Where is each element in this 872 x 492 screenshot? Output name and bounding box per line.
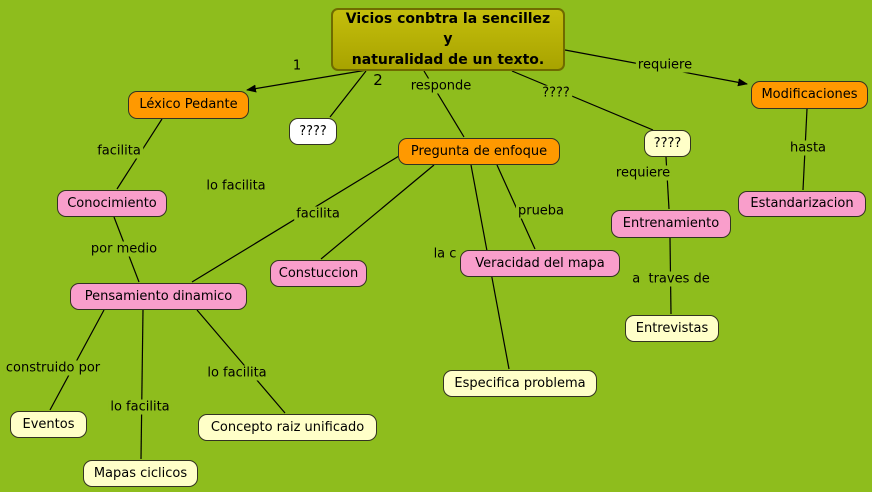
edge-line — [511, 70, 654, 131]
edge-label[interactable]: 2 — [371, 71, 385, 89]
node-especifica-problema[interactable]: Especifica problema — [443, 370, 597, 397]
edge-line — [320, 164, 435, 260]
edge-line — [140, 309, 144, 460]
edge-line — [246, 68, 374, 93]
edge-label[interactable]: prueba — [515, 203, 567, 219]
node-modificaciones[interactable]: Modificaciones — [751, 81, 868, 109]
edge-label[interactable]: lo facilita — [108, 399, 172, 415]
node-lexico-pedante[interactable]: Léxico Pedante — [128, 91, 249, 119]
node-pregunta-de-enfoque[interactable]: Pregunta de enfoque — [398, 138, 560, 165]
edge-label[interactable]: ???? — [540, 85, 572, 101]
node-veracidad-del-mapa[interactable]: Veracidad del mapa — [460, 250, 620, 277]
edge-label[interactable]: 1 — [290, 58, 304, 74]
node-concepto-raiz-unificado[interactable]: Concepto raiz unificado — [198, 414, 377, 441]
node-conocimiento[interactable]: Conocimiento — [57, 190, 167, 217]
edge-label[interactable]: a traves de — [630, 271, 712, 287]
node-mapas-ciclicos[interactable]: Mapas ciclicos — [83, 460, 198, 487]
edge-label[interactable]: requiere — [635, 57, 695, 73]
node-entrenamiento[interactable]: Entrenamiento — [611, 210, 731, 238]
node-eventos[interactable]: Eventos — [10, 411, 87, 438]
edge-label[interactable]: facilita — [294, 206, 342, 222]
edge-label[interactable]: lo facilita — [204, 178, 268, 194]
node-pensamiento-dinamico[interactable]: Pensamiento dinamico — [70, 283, 247, 310]
edge-label[interactable]: hasta — [787, 140, 829, 156]
edge-label[interactable]: por medio — [88, 241, 160, 257]
edge-line — [196, 309, 286, 414]
edge-label[interactable]: responde — [408, 78, 474, 94]
node-constuccion[interactable]: Constuccion — [270, 260, 367, 287]
edge-line — [49, 309, 105, 411]
edge-line — [329, 70, 367, 118]
node-estandarizacion[interactable]: Estandarizacion — [738, 191, 866, 217]
edge-label[interactable]: lo facilita — [205, 365, 269, 381]
node-desconocido-izquierda[interactable]: ???? — [289, 118, 337, 145]
edge-label[interactable]: la c — [431, 246, 459, 262]
edge-label[interactable]: facilita — [95, 143, 143, 159]
edge-label[interactable]: requiere — [613, 165, 673, 181]
node-titulo[interactable]: Vicios conbtra la sencillez y naturalida… — [331, 8, 565, 71]
edge-label[interactable]: construido por — [3, 360, 103, 376]
node-entrevistas[interactable]: Entrevistas — [625, 315, 719, 342]
node-desconocido-derecha[interactable]: ???? — [644, 130, 691, 157]
